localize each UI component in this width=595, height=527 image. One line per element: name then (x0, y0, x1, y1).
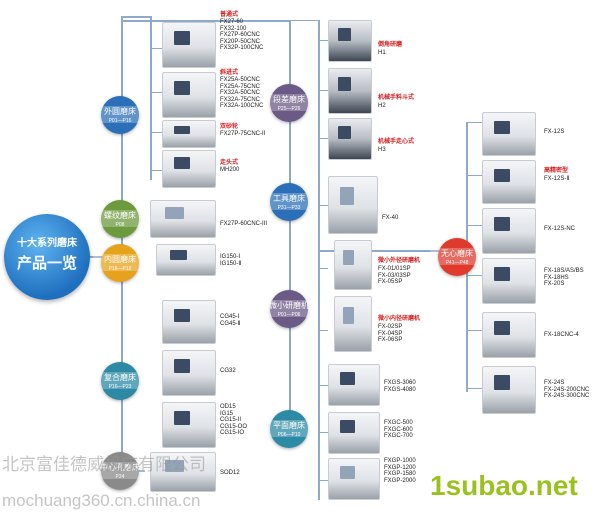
machine-photo (328, 20, 372, 62)
machine-photo (162, 72, 216, 118)
model-list: SOD12 (220, 470, 240, 476)
hub-title: 十大系列磨床 (17, 238, 77, 249)
category-pages: P01—P06 (277, 312, 301, 318)
category-name: 平面磨床 (273, 421, 305, 430)
group-heading: 机械手走心式 (378, 139, 415, 145)
machine-photo (156, 244, 216, 276)
watermark-brand: 1subao.net (430, 470, 578, 501)
group-heading: 双砂轮 (220, 124, 239, 130)
hub-circle: 十大系列磨床 产品一览 (4, 214, 90, 300)
machine-photo (162, 402, 216, 448)
machine-photo (482, 160, 536, 204)
machine-photo (150, 452, 216, 492)
model-list: FX-24S FX-24S-200CNC FX-24S-300CNC (544, 380, 590, 400)
machine-photo (328, 458, 380, 500)
group-heading: 微小内径研磨机 (378, 316, 421, 322)
model-list: IG150-Ⅰ IG150-Ⅱ (220, 254, 242, 267)
model-list: FXGS-3060 FXGS-4080 (384, 380, 416, 393)
machine-photo (162, 22, 216, 68)
model-list: MH200 (220, 167, 240, 173)
machine-photo (328, 118, 372, 160)
category-thread-grinder: 螺纹磨床 P08 (93, 200, 147, 238)
model-list: FX-18CNC-4 (544, 332, 579, 338)
category-compound-grinder: 复合磨床 P16—P23 (93, 362, 147, 400)
category-micro-grinder: 微小研磨机 P01—P06 (262, 290, 316, 328)
category-pages: P01—P16 (108, 118, 132, 124)
model-list: CG45-Ⅰ CG45-Ⅱ (220, 314, 241, 327)
machine-photo (482, 366, 536, 414)
model-list: OD15 IG15 CG15-II CG15-OO CG15-IO (220, 404, 248, 437)
model-list: FX-40 (382, 215, 399, 221)
group-heading: 高精密型 (544, 168, 569, 174)
group-heading: 微小外径研磨机 (378, 258, 421, 264)
model-list: FX-12S (544, 129, 565, 135)
machine-photo (482, 312, 536, 358)
category-name: 中心孔磨床 (100, 463, 140, 472)
category-pages: P31—P33 (277, 205, 301, 211)
category-name: 内圆磨床 (104, 255, 136, 264)
category-name: 微小研磨机 (269, 301, 309, 310)
group-heading: 走头式 (220, 160, 239, 166)
category-pages: P24 (115, 474, 125, 480)
category-name: 外圆磨床 (104, 107, 136, 116)
machine-photo (328, 412, 380, 454)
machine-photo (482, 112, 536, 156)
category-pages: P25—P26 (277, 106, 301, 112)
model-list: H1 (378, 50, 386, 56)
category-id-grinder: 内圆磨床 P16—P18 (93, 244, 147, 282)
model-list: FX27-60 FX32-100 FX27P-60CNC FX20P-50CNC… (220, 19, 264, 52)
model-list: FX25A-50CNC FX25A-75CNC FX32A-50CNC FX32… (220, 77, 264, 110)
model-list: FX-01/01SP FX-03/03SP FX-05SP (378, 266, 411, 286)
watermark-site: mochuang360.cn.china.cn (2, 491, 201, 510)
machine-photo (162, 120, 216, 148)
group-heading: 机械手料斗式 (378, 95, 415, 101)
category-od-grinder: 外圆磨床 P01—P16 (93, 96, 147, 134)
machine-photo (334, 240, 372, 290)
category-pages: P16—P23 (108, 384, 132, 390)
category-centerless-grinder: 无心磨床 P41—P48 (430, 238, 484, 276)
category-name: 螺纹磨床 (104, 211, 136, 220)
category-pages: P08 (115, 222, 125, 228)
group-heading: 普通式 (220, 12, 239, 18)
machine-photo (162, 150, 216, 188)
category-step-grinder: 段差磨床 P25—P26 (262, 84, 316, 122)
machine-photo (328, 364, 380, 406)
category-pages: P16—P18 (108, 266, 132, 272)
machine-photo (150, 200, 216, 238)
model-list: FX-12S-NC (544, 226, 576, 232)
group-heading: 倒角研磨 (378, 42, 403, 48)
category-pages: P41—P48 (445, 260, 469, 266)
watermark-company: 北京富佳德威机床有限公司 (2, 455, 206, 474)
model-list: FX-02SP FX-04SP FX-06SP (378, 324, 403, 344)
category-name: 无心磨床 (441, 249, 473, 258)
model-list: FXGC-500 FXGC-600 FXGC-700 (384, 420, 413, 440)
machine-photo (334, 296, 372, 352)
category-surface-grinder: 平面磨床 P06—P10 (262, 410, 316, 448)
category-name: 工具磨床 (273, 194, 305, 203)
machine-photo (328, 176, 378, 234)
model-list: FX27P-75CNC-II (220, 131, 266, 137)
machine-photo (482, 208, 536, 254)
machine-photo (162, 300, 216, 344)
model-list: FX27P-60CNC-III (220, 221, 268, 227)
model-list: FX-12S-Ⅱ (544, 176, 570, 182)
machine-photo (162, 350, 216, 396)
machine-photo (328, 68, 372, 114)
category-pages: P06—P10 (277, 432, 301, 438)
model-list: CG32 (220, 368, 236, 374)
category-name: 复合磨床 (104, 373, 136, 382)
model-list: FXGP-1000 FXGP-1200 FXGP-1580 FXGP-2000 (384, 458, 416, 484)
category-name: 段差磨床 (273, 95, 305, 104)
model-list: H3 (378, 147, 386, 153)
category-tool-grinder: 工具磨床 P31—P33 (262, 183, 316, 221)
group-heading: 斜进式 (220, 70, 239, 76)
hub-subtitle: 产品一览 (16, 255, 77, 272)
machine-photo (482, 258, 536, 304)
model-list: H2 (378, 103, 386, 109)
category-center-hole-grinder: 中心孔磨床 P24 (93, 452, 147, 490)
model-list: FX-18S/AS/BS FX-18HS FX-20S (544, 268, 584, 288)
